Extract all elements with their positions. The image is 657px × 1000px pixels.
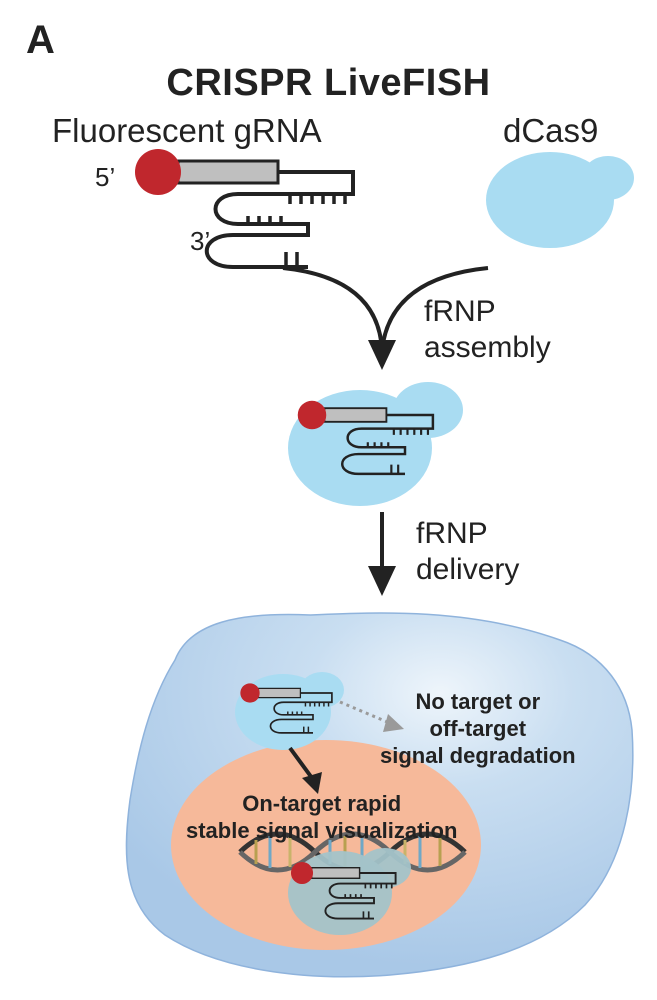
off-target-arrow bbox=[339, 700, 404, 732]
on-target-label-line1: On-target rapid bbox=[242, 791, 402, 816]
five-prime-label: 5’ bbox=[95, 162, 116, 192]
on-target-label: On-target rapid stable signal visualizat… bbox=[186, 790, 457, 844]
grna-label: Fluorescent gRNA bbox=[52, 112, 322, 149]
delivery-label: fRNP delivery bbox=[416, 516, 519, 588]
delivery-label-line2: delivery bbox=[416, 553, 520, 586]
assembly-arrow bbox=[282, 266, 489, 370]
dcas9-icon bbox=[486, 152, 634, 248]
on-target-label-line2: stable signal visualization bbox=[186, 818, 458, 843]
off-target-label: No target or off-target signal degradati… bbox=[380, 688, 576, 769]
off-target-label-line1: No target or bbox=[415, 689, 541, 714]
delivery-arrow bbox=[368, 512, 396, 596]
off-target-label-line2: off-target bbox=[429, 716, 527, 741]
bound-rnp-icon bbox=[288, 848, 411, 935]
dcas9-label: dCas9 bbox=[503, 112, 599, 149]
grna-icon bbox=[133, 147, 355, 269]
off-target-label-line3: signal degradation bbox=[380, 743, 576, 768]
on-target-arrow bbox=[288, 746, 322, 794]
delivery-label-line1: fRNP bbox=[416, 517, 488, 550]
assembly-label-line1: fRNP bbox=[424, 295, 496, 328]
assembly-label: fRNP assembly bbox=[424, 294, 551, 366]
panel-letter: A bbox=[26, 18, 55, 62]
figure-title: CRISPR LiveFISH bbox=[166, 62, 491, 104]
rnp-icon bbox=[288, 382, 463, 506]
cytoplasm-rnp-icon bbox=[235, 672, 344, 750]
assembly-label-line2: assembly bbox=[424, 331, 551, 364]
three-prime-label: 3’ bbox=[190, 226, 211, 256]
